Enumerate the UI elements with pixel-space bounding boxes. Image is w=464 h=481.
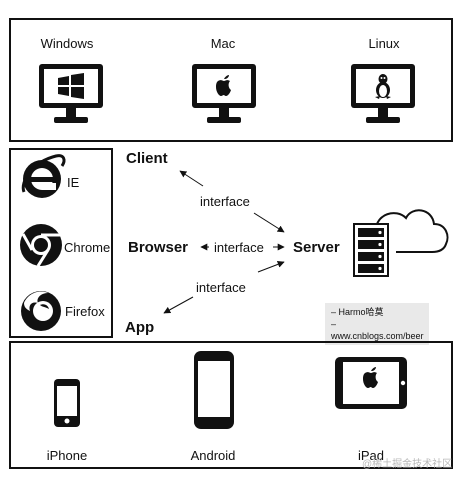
credit-line-1: – Harmo哈莫 — [331, 307, 384, 317]
windows-label: Windows — [40, 36, 94, 51]
ipad-label: iPad — [357, 448, 385, 463]
interface-label-middle: interface — [214, 240, 264, 255]
mac-monitor-icon — [192, 64, 256, 123]
windows-monitor-icon — [39, 64, 103, 123]
iphone-label: iPhone — [46, 448, 88, 463]
credit-box: – Harmo哈莫 – www.cnblogs.com/beer — [325, 303, 429, 345]
browser-node: Browser — [128, 239, 189, 256]
credit-line-2: – www.cnblogs.com/beer — [331, 319, 424, 341]
iphone-icon — [54, 379, 80, 427]
browsers-box — [9, 148, 113, 338]
mobile-devices-box — [9, 341, 453, 469]
arrow-interface-to-server-bottom — [257, 260, 285, 273]
server-node: Server — [293, 239, 340, 256]
desktop-platforms-box — [9, 18, 453, 142]
arrow-interface-to-app — [163, 296, 194, 314]
interface-label-top: interface — [200, 194, 250, 209]
firefox-label: Firefox — [65, 304, 105, 319]
watermark: @稀土掘金技术社区 — [362, 459, 453, 470]
linux-monitor-icon — [351, 64, 415, 123]
android-label: Android — [190, 448, 236, 463]
ipad-icon — [335, 357, 407, 409]
chrome-label: Chrome — [64, 240, 111, 255]
arrow-client-to-interface — [179, 170, 204, 187]
android-phone-icon — [194, 351, 234, 429]
app-node: App — [125, 319, 155, 336]
linux-label: Linux — [368, 36, 400, 51]
server-cloud-icon — [353, 209, 449, 277]
firefox-icon — [21, 291, 61, 331]
client-node: Client — [126, 150, 168, 167]
ie-label: IE — [67, 175, 80, 190]
mac-label: Mac — [210, 36, 236, 51]
chrome-icon — [20, 224, 62, 267]
interface-label-bottom: interface — [196, 280, 246, 295]
arrow-interface-to-server-top — [253, 212, 285, 233]
ie-icon — [21, 154, 66, 198]
